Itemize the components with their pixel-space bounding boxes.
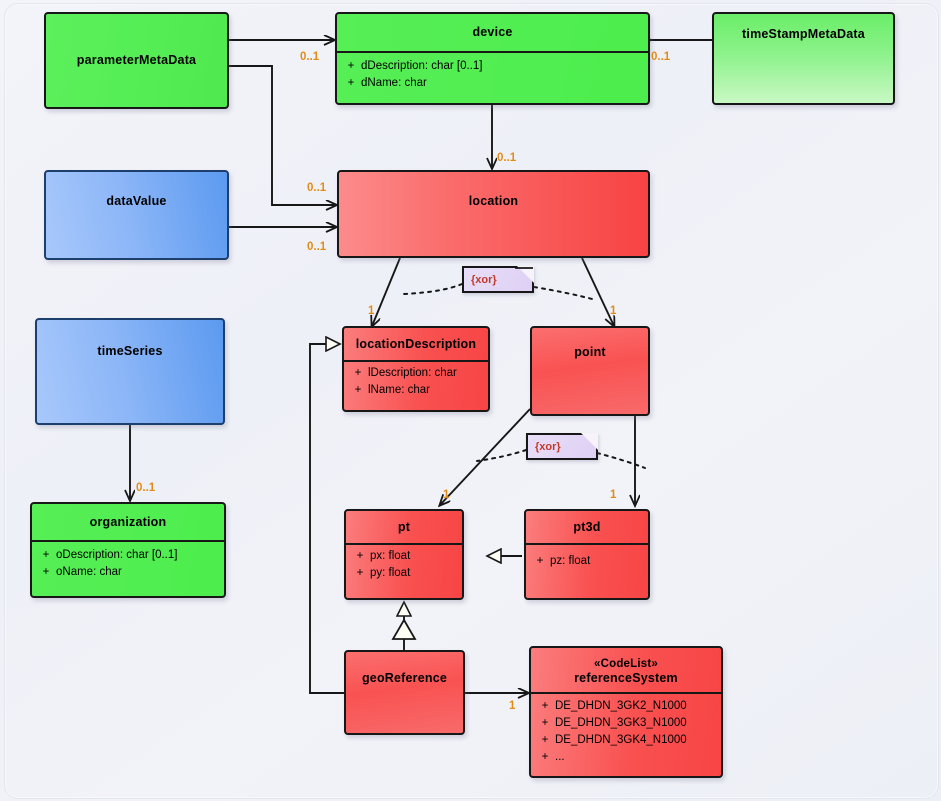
multiplicity-organization: 0..1 bbox=[136, 482, 156, 494]
attribute-compartment: + oDescription: char [0..1] + oName: cha… bbox=[32, 540, 224, 585]
attribute-text: py: float bbox=[370, 567, 411, 579]
generalization-georeference-locationdescription bbox=[309, 344, 344, 694]
attribute-compartment: + lDescription: char + lName: char bbox=[344, 360, 488, 403]
attribute-row: + px: float bbox=[350, 548, 458, 565]
class-device[interactable]: device + dDescription: char [0..1] + dNa… bbox=[335, 12, 650, 105]
visibility-marker: + bbox=[354, 384, 362, 396]
xor-link-right-top bbox=[533, 286, 597, 301]
attribute-text: DE_DHDN_3GK4_N1000 bbox=[555, 734, 687, 746]
class-name: parameterMetaData bbox=[76, 53, 197, 67]
visibility-marker: + bbox=[541, 700, 549, 712]
multiplicity-location-top: 0..1 bbox=[497, 152, 517, 164]
class-organization[interactable]: organization + oDescription: char [0..1]… bbox=[30, 502, 226, 598]
note-xor-mid: {xor} bbox=[526, 433, 598, 460]
class-georeference[interactable]: geoReference bbox=[344, 650, 465, 735]
class-locationdescription[interactable]: locationDescription + lDescription: char… bbox=[342, 326, 490, 412]
attribute-text: px: float bbox=[370, 550, 411, 562]
attribute-text: pz: float bbox=[550, 555, 591, 567]
xor-link-left-top bbox=[403, 283, 463, 295]
class-name: pt bbox=[397, 519, 411, 534]
attribute-text: oName: char bbox=[56, 566, 122, 578]
class-name: dataValue bbox=[106, 193, 167, 208]
class-name: organization bbox=[89, 514, 167, 529]
attribute-text: lDescription: char bbox=[368, 367, 457, 379]
class-name: timeStampMetaData bbox=[742, 26, 865, 41]
class-point[interactable]: point bbox=[530, 326, 650, 416]
attribute-row: + lDescription: char bbox=[348, 365, 484, 382]
xor-link-left-mid bbox=[476, 449, 527, 462]
attribute-row: + dName: char bbox=[341, 75, 644, 92]
attribute-row: + ... bbox=[535, 749, 717, 766]
class-name: referenceSystem bbox=[574, 671, 678, 685]
visibility-marker: + bbox=[356, 567, 364, 579]
attribute-row: + oDescription: char [0..1] bbox=[36, 547, 220, 564]
assoc-point-pt bbox=[440, 408, 531, 505]
multiplicity-point: 1 bbox=[610, 305, 617, 317]
multiplicity-pt: 1 bbox=[443, 489, 450, 501]
class-name: locationDescription bbox=[355, 336, 477, 351]
note-label: {xor} bbox=[471, 273, 497, 286]
class-pt3d[interactable]: pt3d + pz: float bbox=[524, 509, 650, 600]
note-fold-icon bbox=[581, 433, 598, 450]
multiplicity-location-left-upper: 0..1 bbox=[307, 182, 327, 194]
visibility-marker: + bbox=[42, 549, 50, 561]
visibility-marker: + bbox=[541, 717, 549, 729]
class-name: pt3d bbox=[573, 519, 601, 534]
visibility-marker: + bbox=[536, 555, 544, 567]
attribute-row: + DE_DHDN_3GK3_N1000 bbox=[535, 715, 717, 732]
class-pt[interactable]: pt + px: float + py: float bbox=[344, 509, 464, 600]
class-name: location bbox=[468, 193, 519, 208]
class-name: point bbox=[574, 344, 606, 359]
multiplicity-device-in: 0..1 bbox=[300, 51, 320, 63]
note-label: {xor} bbox=[535, 440, 561, 453]
attribute-row: + DE_DHDN_3GK4_N1000 bbox=[535, 732, 717, 749]
class-name: timeSeries bbox=[97, 343, 163, 358]
attribute-row: + lName: char bbox=[348, 382, 484, 399]
attribute-text: DE_DHDN_3GK3_N1000 bbox=[555, 717, 687, 729]
visibility-marker: + bbox=[541, 734, 549, 746]
multiplicity-pt3d: 1 bbox=[610, 489, 617, 501]
attribute-text: DE_DHDN_3GK2_N1000 bbox=[555, 700, 687, 712]
attribute-text: dName: char bbox=[361, 77, 427, 89]
attribute-compartment: + DE_DHDN_3GK2_N1000 + DE_DHDN_3GK3_N100… bbox=[531, 692, 721, 770]
class-datavalue[interactable]: dataValue bbox=[44, 170, 229, 260]
multiplicity-location-left-lower: 0..1 bbox=[307, 241, 327, 253]
multiplicity-referencesystem: 1 bbox=[509, 700, 516, 712]
class-name: geoReference bbox=[361, 670, 448, 685]
attribute-row: + py: float bbox=[350, 565, 458, 582]
attribute-row: + oName: char bbox=[36, 564, 220, 581]
attribute-text: dDescription: char [0..1] bbox=[361, 60, 483, 72]
xor-link-right-mid bbox=[596, 452, 646, 469]
visibility-marker: + bbox=[356, 550, 364, 562]
attribute-text: ... bbox=[555, 751, 565, 763]
note-xor-top: {xor} bbox=[462, 266, 534, 293]
class-location[interactable]: location bbox=[337, 170, 650, 258]
multiplicity-device-right: 0..1 bbox=[651, 51, 671, 63]
visibility-marker: + bbox=[347, 60, 355, 72]
attribute-compartment: + px: float + py: float bbox=[346, 543, 462, 586]
visibility-marker: + bbox=[42, 566, 50, 578]
attribute-text: lName: char bbox=[368, 384, 430, 396]
attribute-compartment: + pz: float bbox=[526, 543, 648, 574]
multiplicity-locationdescription: 1 bbox=[368, 305, 375, 317]
note-fold-icon bbox=[517, 266, 534, 283]
visibility-marker: + bbox=[541, 751, 549, 763]
visibility-marker: + bbox=[347, 77, 355, 89]
class-name: device bbox=[472, 25, 513, 39]
attribute-row: + dDescription: char [0..1] bbox=[341, 58, 644, 75]
visibility-marker: + bbox=[354, 367, 362, 379]
generalization-arrow-up-icon bbox=[391, 618, 417, 640]
class-stereotype: «CodeList» bbox=[594, 658, 658, 670]
attribute-row: + pz: float bbox=[530, 553, 644, 570]
class-timestampmetadata[interactable]: timeStampMetaData bbox=[712, 12, 895, 105]
attribute-text: oDescription: char [0..1] bbox=[56, 549, 178, 561]
assoc-location-locationdescription bbox=[372, 257, 401, 326]
class-referencesystem[interactable]: «CodeList» referenceSystem + DE_DHDN_3GK… bbox=[529, 646, 723, 778]
class-parametermetadata[interactable]: parameterMetaData bbox=[44, 12, 229, 109]
class-timeseries[interactable]: timeSeries bbox=[35, 318, 225, 425]
attribute-row: + DE_DHDN_3GK2_N1000 bbox=[535, 698, 717, 715]
attribute-compartment: + dDescription: char [0..1] + dName: cha… bbox=[337, 51, 648, 96]
